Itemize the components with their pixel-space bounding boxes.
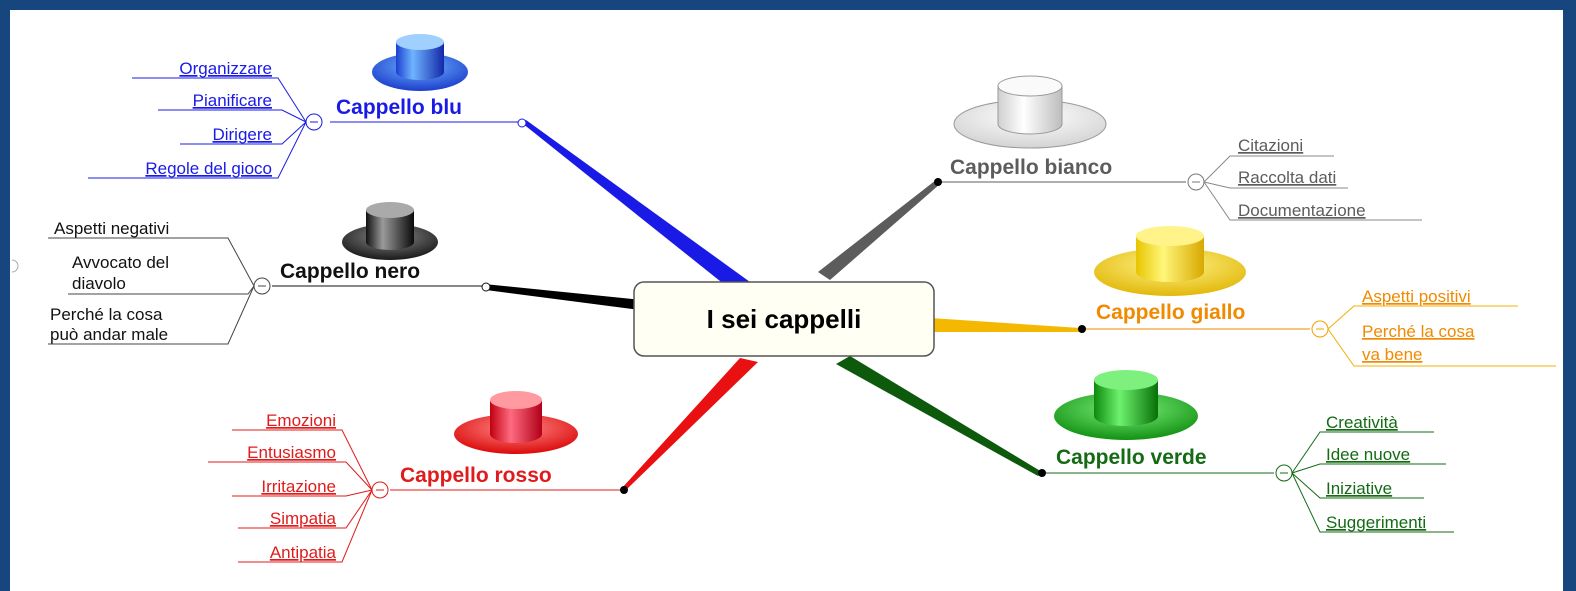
green-hat-title: Cappello verde: [1056, 446, 1207, 469]
yellow-branch-connector: [930, 318, 1080, 332]
green-branch-connector: [836, 356, 1042, 476]
central-topic-box[interactable]: [633, 281, 935, 357]
red-hat-title: Cappello rosso: [400, 464, 552, 487]
yellow-collapse-toggle[interactable]: [1311, 320, 1329, 338]
mind-map-canvas: I sei cappelli Cappello blu Organizzare …: [10, 10, 1563, 591]
yellow-item-perche-line1[interactable]: Perché la cosa: [1362, 322, 1475, 341]
white-branch-connector: [818, 180, 940, 280]
black-hat-icon: [342, 202, 438, 260]
yellow-item-perche-line2[interactable]: va bene: [1362, 345, 1423, 364]
black-collapse-toggle[interactable]: [253, 277, 271, 295]
green-item-idee-nuove[interactable]: Idee nuove: [1326, 445, 1410, 464]
white-hat-title: Cappello bianco: [950, 156, 1112, 179]
green-item-suggerimenti[interactable]: Suggerimenti: [1326, 513, 1426, 532]
red-branch-connector: [622, 358, 758, 490]
red-item-irritazione[interactable]: Irritazione: [261, 477, 336, 496]
green-item-creativita[interactable]: Creatività: [1326, 413, 1398, 432]
left-edge-arc: [11, 259, 19, 273]
green-collapse-toggle[interactable]: [1275, 464, 1293, 482]
white-item-documentazione[interactable]: Documentazione: [1238, 201, 1366, 220]
white-item-raccolta-dati[interactable]: Raccolta dati: [1238, 168, 1336, 187]
blue-item-organizzare[interactable]: Organizzare: [179, 59, 272, 78]
green-hat-icon: [1054, 370, 1198, 440]
central-topic-title: I sei cappelli: [707, 304, 862, 334]
black-hat-title: Cappello nero: [280, 260, 420, 283]
blue-branch-connector: [522, 120, 750, 293]
red-item-antipatia[interactable]: Antipatia: [270, 543, 337, 562]
blue-collapse-toggle[interactable]: [305, 113, 323, 131]
blue-hat-title: Cappello blu: [336, 96, 462, 119]
white-item-citazioni[interactable]: Citazioni: [1238, 136, 1303, 155]
red-collapse-toggle[interactable]: [371, 481, 389, 499]
black-item-avvocato-line1[interactable]: Avvocato del: [72, 253, 169, 272]
blue-item-dirigere[interactable]: Dirigere: [212, 125, 272, 144]
blue-item-regole-del-gioco[interactable]: Regole del gioco: [145, 159, 272, 178]
blue-hat-icon: [372, 34, 468, 91]
black-item-aspetti-negativi[interactable]: Aspetti negativi: [54, 219, 169, 238]
white-hat-icon: [953, 75, 1107, 149]
green-item-iniziative[interactable]: Iniziative: [1326, 479, 1392, 498]
yellow-item-aspetti-positivi[interactable]: Aspetti positivi: [1362, 287, 1471, 306]
white-collapse-toggle[interactable]: [1187, 173, 1205, 191]
red-item-entusiasmo[interactable]: Entusiasmo: [247, 443, 336, 462]
black-item-avvocato-line2[interactable]: diavolo: [72, 274, 126, 293]
yellow-hat-icon: [1094, 226, 1246, 296]
red-item-emozioni[interactable]: Emozioni: [266, 411, 336, 430]
red-item-simpatia[interactable]: Simpatia: [270, 509, 337, 528]
yellow-hat-title: Cappello giallo: [1096, 301, 1245, 324]
black-branch-connector: [484, 284, 642, 310]
black-item-perche-line2[interactable]: può andar male: [50, 325, 168, 344]
red-hat-icon: [454, 391, 578, 454]
blue-item-pianificare[interactable]: Pianificare: [193, 91, 272, 110]
mind-map: I sei cappelli Cappello blu Organizzare …: [11, 34, 1556, 563]
black-item-perche-line1[interactable]: Perché la cosa: [50, 305, 163, 324]
